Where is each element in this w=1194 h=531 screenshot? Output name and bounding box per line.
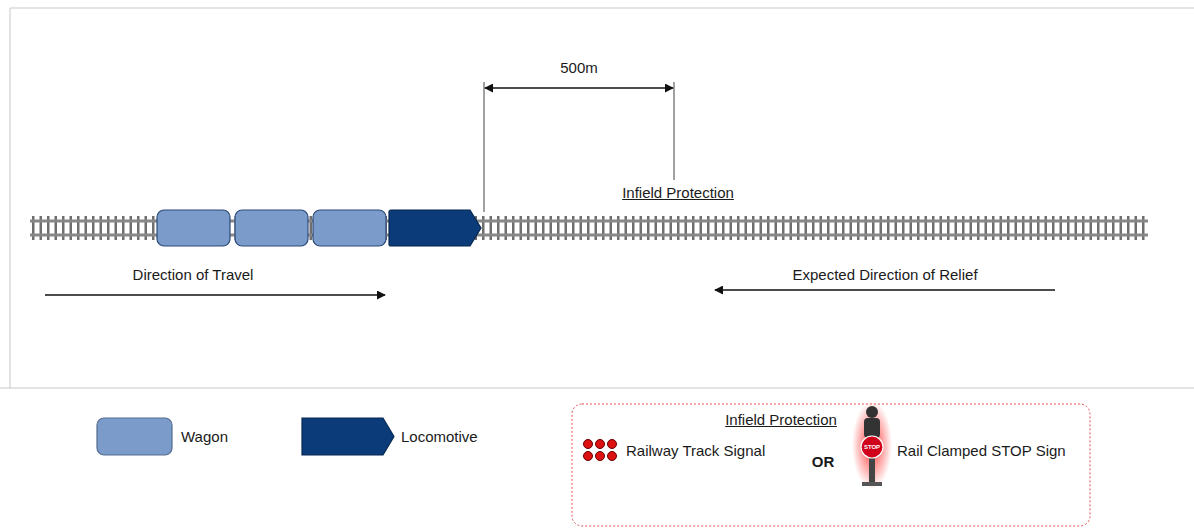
dimension-label: 500m (560, 59, 598, 77)
locomotive (389, 210, 481, 246)
legend-swatch-frame (96, 417, 173, 456)
legend-text: Locomotive (401, 428, 478, 446)
wagon (157, 210, 230, 246)
legend-heading: Infield Protection (725, 411, 837, 429)
protection-label: Infield Protection (622, 184, 734, 202)
legend-swatch (97, 418, 172, 455)
stop-sign-symbol (852, 401, 892, 489)
wagon (313, 210, 386, 246)
legend-text: Wagon (181, 428, 228, 446)
legend-box (572, 404, 1090, 526)
direction-arrow (45, 294, 385, 295)
legend-swatch (302, 418, 394, 455)
frame-line (10, 8, 11, 388)
direction-arrow (715, 289, 1055, 290)
legend-text: Rail Clamped STOP Sign (897, 442, 1066, 460)
signal-symbol (584, 440, 617, 461)
frame-line (10, 8, 1194, 9)
direction-label: Expected Direction of Relief (792, 266, 977, 284)
legend-text: Railway Track Signal (626, 442, 765, 460)
direction-label: Direction of Travel (133, 266, 254, 284)
legend-swatch-frame (301, 417, 395, 456)
or-label: OR (812, 453, 835, 471)
stop-text: STOP (864, 444, 880, 450)
dimension-extension (484, 82, 485, 212)
dimension-extension (674, 82, 675, 180)
wagon (235, 210, 308, 246)
separator-line (0, 388, 1194, 389)
dimension-arrow (485, 87, 673, 88)
